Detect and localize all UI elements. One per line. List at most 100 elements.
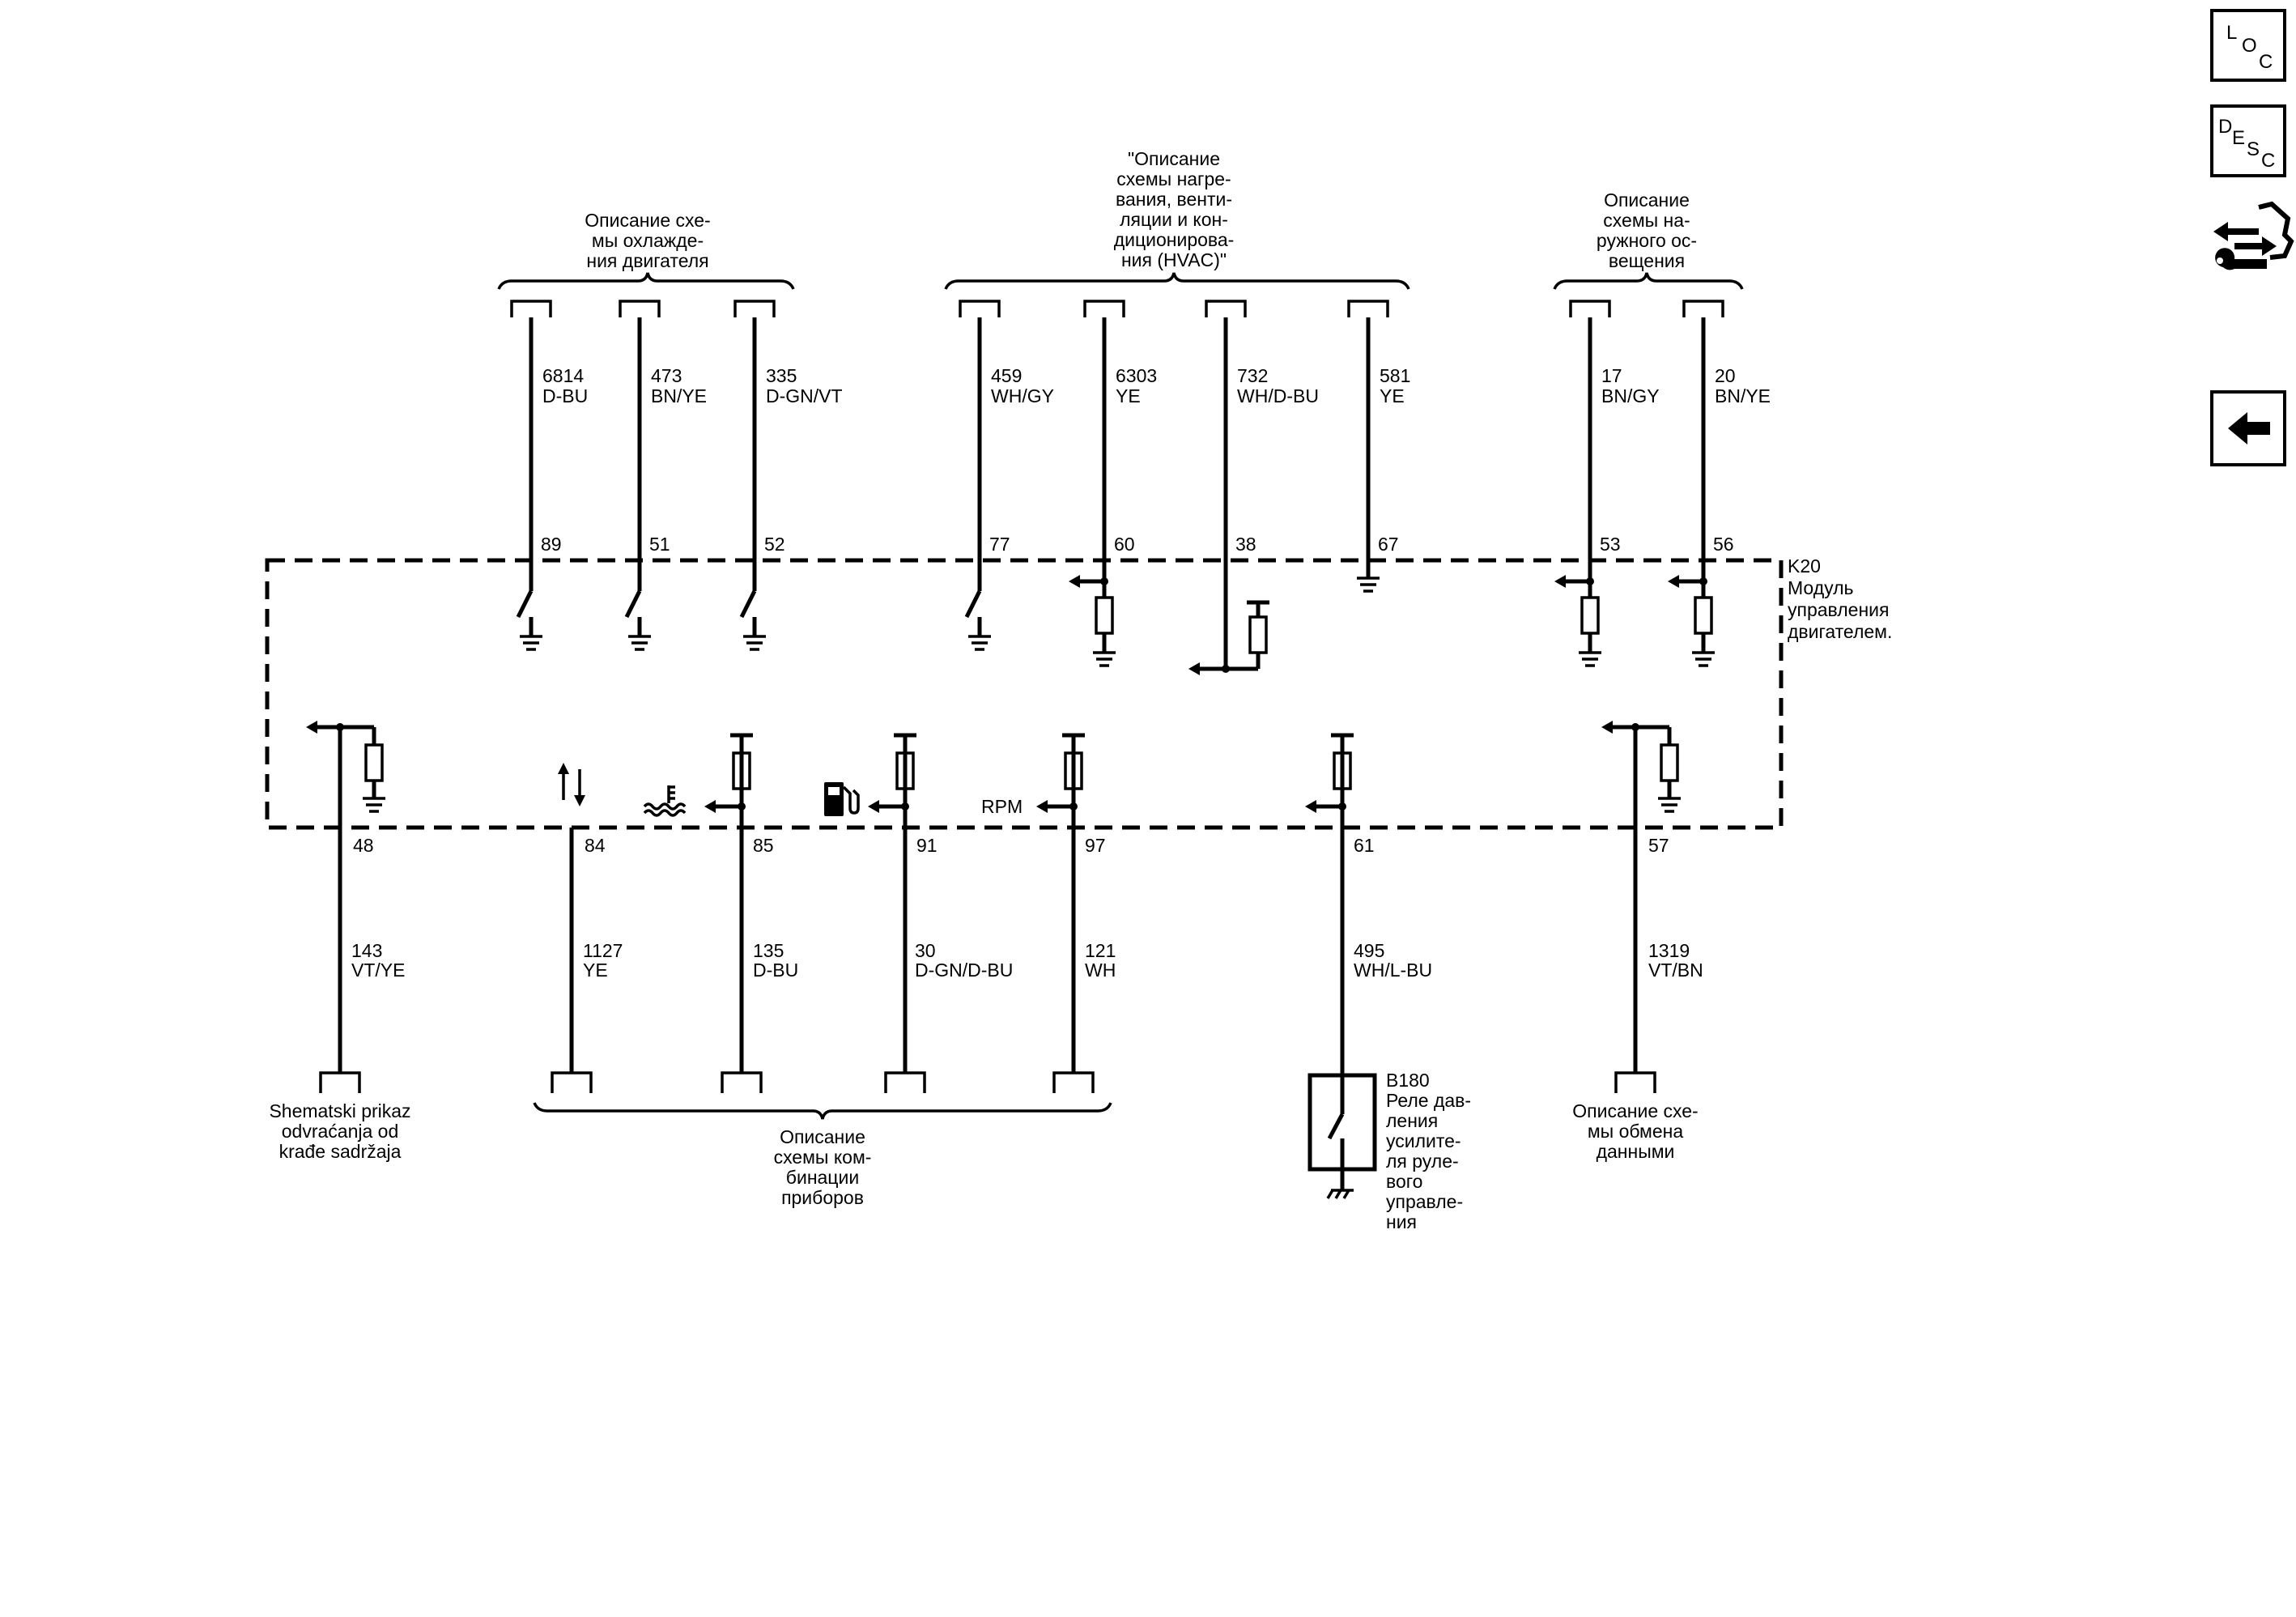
svg-text:C: C (2261, 150, 2275, 172)
svg-text:вещения: вещения (1609, 250, 1685, 271)
svg-text:мы обмена: мы обмена (1588, 1121, 1683, 1142)
svg-text:84: 84 (585, 835, 606, 856)
svg-text:Описание: Описание (780, 1126, 865, 1147)
svg-text:6814: 6814 (542, 365, 584, 386)
svg-text:WH/D-BU: WH/D-BU (1237, 385, 1319, 406)
svg-text:91: 91 (916, 835, 938, 856)
svg-text:Shematski prikaz: Shematski prikaz (269, 1100, 410, 1121)
svg-text:6303: 6303 (1116, 365, 1157, 386)
wire-bottom-84: 84 1127 YE (551, 763, 623, 1093)
group-instrument-cluster: Описание схемы ком- бинации приборов (533, 1102, 1112, 1208)
wire-bottom-85: 85 135 D-BU (643, 733, 798, 1093)
group-hvac: "Описание схемы нагре- вания, венти- ляц… (944, 148, 1410, 290)
svg-text:данными: данными (1597, 1141, 1675, 1162)
svg-text:управления: управления (1788, 599, 1889, 620)
svg-text:D-GN/D-BU: D-GN/D-BU (915, 960, 1013, 981)
wire-bottom-91: 91 30 D-GN/D-BU (824, 733, 1013, 1093)
svg-text:D-BU: D-BU (753, 960, 798, 981)
svg-text:143: 143 (351, 940, 382, 961)
svg-text:L: L (2226, 22, 2237, 44)
back-arrow-icon (2228, 412, 2270, 445)
svg-text:O: O (2242, 35, 2257, 57)
svg-text:ля руле-: ля руле- (1386, 1151, 1459, 1172)
svg-text:мы охлажде-: мы охлажде- (592, 230, 704, 251)
svg-text:VT/BN: VT/BN (1648, 960, 1703, 981)
svg-text:Описание схе-: Описание схе- (1572, 1100, 1698, 1121)
svg-text:67: 67 (1378, 534, 1399, 555)
svg-text:S: S (2247, 138, 2260, 160)
svg-text:48: 48 (353, 835, 374, 856)
loc-button[interactable]: L O C (2210, 9, 2286, 82)
svg-text:57: 57 (1648, 835, 1669, 856)
connector-tool-icon[interactable] (2213, 201, 2294, 270)
svg-text:D: D (2218, 116, 2232, 138)
group-theft-deterrent: Shematski prikaz odvraćanja od krađe sad… (269, 1100, 410, 1162)
svg-text:89: 89 (541, 534, 562, 555)
svg-text:схемы на-: схемы на- (1603, 210, 1690, 231)
svg-text:ружного ос-: ружного ос- (1597, 230, 1697, 251)
svg-text:Модуль: Модуль (1788, 577, 1854, 598)
svg-text:WH/L-BU: WH/L-BU (1354, 960, 1432, 981)
svg-text:усилите-: усилите- (1386, 1130, 1461, 1151)
svg-text:odvraćanja od: odvraćanja od (282, 1121, 399, 1142)
svg-text:77: 77 (989, 534, 1010, 555)
svg-text:VT/YE: VT/YE (351, 960, 405, 981)
svg-text:30: 30 (915, 940, 936, 961)
svg-text:YE: YE (1116, 385, 1141, 406)
svg-text:WH/GY: WH/GY (991, 385, 1054, 406)
svg-text:K20: K20 (1788, 555, 1821, 577)
rpm-label: RPM (981, 796, 1023, 817)
wire-top-67: 581 YE 67 (1347, 300, 1410, 593)
coolant-temperature-icon (643, 785, 687, 817)
wire-top-60: 6303 YE 60 (1069, 300, 1157, 667)
back-button[interactable] (2210, 390, 2286, 466)
svg-text:20: 20 (1715, 365, 1736, 386)
svg-text:управле-: управле- (1386, 1191, 1463, 1212)
svg-text:B180: B180 (1386, 1070, 1430, 1091)
svg-text:ния (HVAC)": ния (HVAC)" (1121, 249, 1227, 270)
svg-text:121: 121 (1085, 940, 1116, 961)
svg-text:ния двигателя: ния двигателя (586, 250, 708, 271)
wire-top-53: 17 BN/GY 53 (1554, 300, 1660, 667)
svg-text:85: 85 (753, 835, 774, 856)
svg-text:YE: YE (583, 960, 608, 981)
wire-bottom-61: 61 495 WH/L-BU (1305, 733, 1432, 1075)
svg-text:732: 732 (1237, 365, 1268, 386)
wire-bottom-57: 57 1319 VT/BN (1601, 721, 1703, 1093)
svg-text:Описание: Описание (1604, 189, 1690, 211)
svg-text:Реле дав-: Реле дав- (1386, 1090, 1471, 1111)
svg-text:вания, венти-: вания, венти- (1116, 189, 1232, 210)
svg-text:60: 60 (1114, 534, 1135, 555)
group-engine-cooling: Описание схе- мы охлажде- ния двигателя (497, 210, 795, 290)
svg-text:17: 17 (1601, 365, 1622, 386)
svg-text:ляции и кон-: ляции и кон- (1120, 209, 1228, 230)
svg-text:459: 459 (991, 365, 1022, 386)
svg-text:BN/GY: BN/GY (1601, 385, 1660, 406)
svg-text:BN/YE: BN/YE (1715, 385, 1771, 406)
svg-text:D-BU: D-BU (542, 385, 588, 406)
svg-text:56: 56 (1713, 534, 1734, 555)
svg-text:135: 135 (753, 940, 784, 961)
svg-text:1319: 1319 (1648, 940, 1690, 961)
svg-text:581: 581 (1380, 365, 1410, 386)
svg-text:E: E (2232, 127, 2245, 149)
svg-text:ния: ния (1386, 1211, 1417, 1232)
svg-text:бинации: бинации (786, 1167, 859, 1188)
svg-text:52: 52 (764, 534, 785, 555)
wire-bottom-48: 48 143 VT/YE (306, 721, 405, 1093)
wire-top-56: 20 BN/YE 56 (1668, 300, 1771, 667)
svg-text:krađe sadržaja: krađe sadržaja (279, 1141, 402, 1162)
desc-button[interactable]: D E S C (2210, 104, 2286, 177)
svg-text:BN/YE: BN/YE (651, 385, 707, 406)
svg-text:схемы ком-: схемы ком- (774, 1147, 872, 1168)
group-exterior-lighting: Описание схемы на- ружного ос- вещения (1553, 189, 1744, 290)
svg-text:D-GN/VT: D-GN/VT (766, 385, 843, 406)
fuel-pump-icon (824, 782, 860, 816)
svg-text:схемы нагре-: схемы нагре- (1116, 168, 1231, 189)
bidirectional-arrow-icon (558, 763, 585, 806)
svg-text:61: 61 (1354, 835, 1375, 856)
wire-top-77: 459 WH/GY 77 (959, 300, 1054, 651)
wire-top-52: 335 D-GN/VT 52 (733, 300, 843, 651)
svg-text:97: 97 (1085, 835, 1106, 856)
